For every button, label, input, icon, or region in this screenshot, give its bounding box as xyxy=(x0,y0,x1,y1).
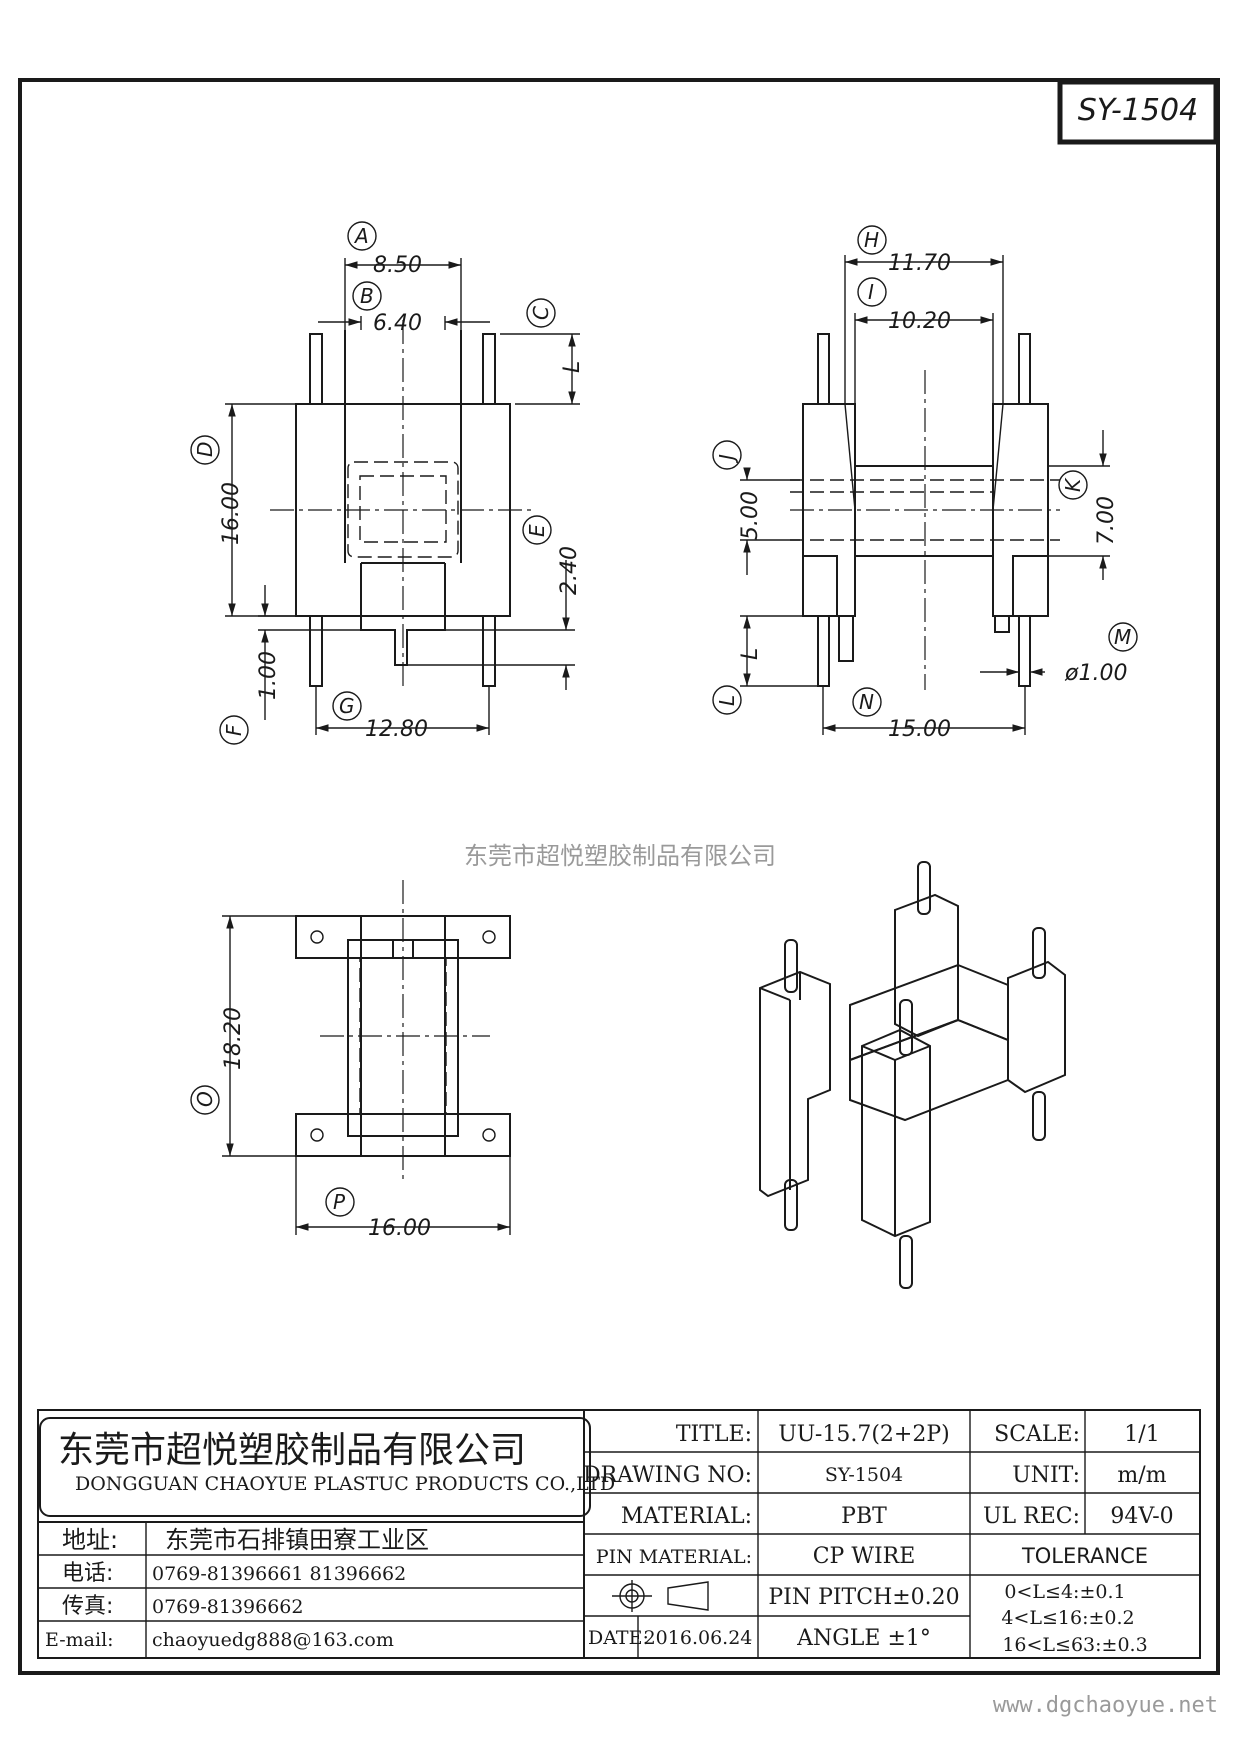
label-title_block-pin_pitch: PIN PITCH±0.20 xyxy=(768,1585,959,1610)
label-title_block-address_label: 地址: xyxy=(62,1526,118,1554)
part-number: SY-1504 xyxy=(1078,93,1198,128)
label-title_block-date_label: DATE: xyxy=(588,1627,649,1649)
label-title_block-tolerance_label: TOLERANCE xyxy=(1021,1544,1148,1568)
label-title_block-address: 东莞市石排镇田寮工业区 xyxy=(165,1526,429,1554)
label-title_block-material: PBT xyxy=(841,1504,887,1529)
label-dimensions-H: 11.70 xyxy=(888,251,951,276)
label-dimensions-I: 10.20 xyxy=(888,309,951,334)
drawing-border xyxy=(18,78,1220,1675)
label-title_block-pin_material: CP WIRE xyxy=(813,1544,916,1569)
label-callouts-10: K xyxy=(1061,477,1085,492)
label-title_block-unit: m/m xyxy=(1117,1463,1166,1488)
projection-symbol-icon xyxy=(612,1580,709,1612)
label-title_block-email_label: E-mail: xyxy=(45,1629,114,1651)
label-title_block-pin_material_label: PIN MATERIAL: xyxy=(596,1546,752,1568)
label-title_block-title: UU-15.7(2+2P) xyxy=(778,1422,950,1447)
label-dimensions-L: L xyxy=(738,648,763,660)
label-callouts-7: H xyxy=(864,228,879,252)
title-block: 东莞市超悦塑胶制品有限公司 DONGGUAN CHAOYUE PLASTUC P… xyxy=(37,1409,1201,1659)
label-callouts-11: L xyxy=(715,695,739,706)
label-title_block-email: chaoyuedg888@163.com xyxy=(152,1629,394,1651)
label-title_block-ul_rec: 94V-0 xyxy=(1110,1504,1173,1529)
company-name-cn: 东莞市超悦塑胶制品有限公司 xyxy=(58,1430,526,1471)
bottom-view: 18.20 16.00 O P xyxy=(190,880,511,1241)
label-title_block-date: 2016.06.24 xyxy=(644,1627,753,1649)
watermark-company: 东莞市超悦塑胶制品有限公司 xyxy=(464,842,776,870)
label-dimensions-A: 8.50 xyxy=(373,253,422,278)
label-callouts-3: D xyxy=(193,442,217,457)
label-dimensions-E: 2.40 xyxy=(557,546,582,595)
label-title_block-fax: 0769-81396662 xyxy=(152,1596,303,1618)
label-dimensions-B: 6.40 xyxy=(373,311,422,336)
label-title_block-phone: 0769-81396661 81396662 xyxy=(152,1563,406,1585)
label-callouts-14: O xyxy=(193,1091,217,1107)
part-number-box xyxy=(1057,79,1219,145)
side-view: 11.70 10.20 5.00 7.00 L ø1.00 15.00 H I … xyxy=(712,225,1138,742)
label-title_block-fax_label: 传真: xyxy=(62,1594,113,1619)
label-callouts-2: C xyxy=(529,306,553,320)
front-view: 8.50 6.40 L 16.00 2.40 1.00 12.80 A xyxy=(190,221,585,745)
label-callouts-5: F xyxy=(222,724,246,736)
label-callouts-6: G xyxy=(339,694,355,718)
label-callouts-9: J xyxy=(715,454,739,464)
label-title_block-title_label: TITLE: xyxy=(676,1422,752,1447)
label-dimensions-C: L xyxy=(560,361,585,373)
label-callouts-15: P xyxy=(333,1190,346,1214)
label-dimensions-F: 1.00 xyxy=(256,651,281,700)
label-dimensions-O: 18.20 xyxy=(221,1007,246,1070)
label-dimensions-K: 7.00 xyxy=(1094,496,1119,545)
label-callouts-4: E xyxy=(525,524,549,537)
label-title_block-scale_label: SCALE: xyxy=(994,1422,1080,1447)
label-title_block-drawing_no: SY-1504 xyxy=(825,1464,903,1486)
watermark-url: www.dgchaoyue.net xyxy=(993,1693,1218,1718)
label-callouts-0: A xyxy=(353,224,369,248)
label-dimensions-G: 12.80 xyxy=(365,717,428,742)
label-callouts-1: B xyxy=(360,284,374,308)
label-dimensions-D: 16.00 xyxy=(219,482,244,545)
label-dimensions-P: 16.00 xyxy=(368,1216,431,1241)
isometric-view xyxy=(759,861,1066,1289)
label-callouts-12: M xyxy=(1114,625,1131,649)
label-title_block-tolerances-2: 16<L≤63:±0.3 xyxy=(1002,1634,1147,1656)
label-callouts-8: I xyxy=(868,280,874,304)
label-dimensions-M: ø1.00 xyxy=(1064,661,1127,686)
label-title_block-material_label: MATERIAL: xyxy=(621,1504,752,1529)
label-title_block-phone_label: 电话: xyxy=(62,1561,113,1586)
label-title_block-tolerances-0: 0<L≤4:±0.1 xyxy=(1004,1581,1125,1603)
label-dimensions-J: 5.00 xyxy=(738,491,763,540)
label-title_block-ul_rec_label: UL REC: xyxy=(983,1504,1080,1529)
label-title_block-angle: ANGLE ±1° xyxy=(796,1626,931,1651)
label-dimensions-N: 15.00 xyxy=(888,717,951,742)
label-title_block-unit_label: UNIT: xyxy=(1012,1463,1080,1488)
company-name-en: DONGGUAN CHAOYUE PLASTUC PRODUCTS CO.,LT… xyxy=(75,1473,615,1495)
label-title_block-scale: 1/1 xyxy=(1124,1422,1159,1447)
label-title_block-drawing_no_label: DRAWING NO: xyxy=(583,1463,752,1488)
label-callouts-13: N xyxy=(859,690,874,714)
label-title_block-tolerances-1: 4<L≤16:±0.2 xyxy=(1001,1607,1134,1629)
